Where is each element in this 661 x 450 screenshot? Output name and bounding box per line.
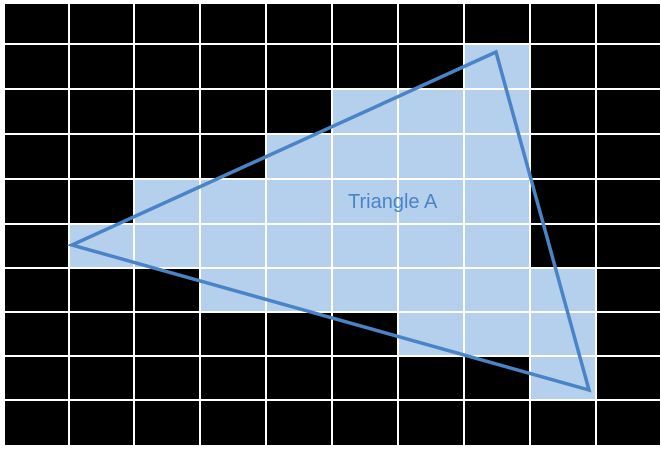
- empty-pixel-cell: [201, 4, 265, 43]
- empty-pixel-cell: [5, 135, 68, 178]
- empty-pixel-cell: [70, 45, 133, 88]
- empty-pixel-cell: [267, 90, 331, 133]
- empty-pixel-cell: [5, 357, 68, 399]
- empty-pixel-cell: [70, 135, 133, 178]
- empty-pixel-cell: [267, 313, 331, 355]
- empty-pixel-cell: [201, 401, 265, 445]
- pixel-cells: [5, 4, 660, 445]
- empty-pixel-cell: [135, 313, 199, 355]
- empty-pixel-cell: [5, 4, 68, 43]
- empty-pixel-cell: [5, 269, 68, 311]
- empty-pixel-cell: [70, 357, 133, 399]
- empty-pixel-cell: [267, 45, 331, 88]
- covered-pixel-cell: [465, 180, 529, 223]
- empty-pixel-cell: [201, 45, 265, 88]
- empty-pixel-cell: [5, 313, 68, 355]
- empty-pixel-cell: [597, 4, 660, 43]
- empty-pixel-cell: [597, 45, 660, 88]
- empty-pixel-cell: [597, 90, 660, 133]
- empty-pixel-cell: [267, 401, 331, 445]
- empty-pixel-cell: [333, 45, 397, 88]
- empty-pixel-cell: [201, 313, 265, 355]
- empty-pixel-cell: [531, 225, 595, 267]
- triangle-outline: [66, 49, 592, 393]
- empty-pixel-cell: [70, 269, 133, 311]
- empty-pixel-cell: [333, 4, 397, 43]
- empty-pixel-cell: [465, 401, 529, 445]
- empty-pixel-cell: [135, 401, 199, 445]
- covered-pixel-cell: [531, 313, 595, 355]
- empty-pixel-cell: [597, 135, 660, 178]
- empty-pixel-cell: [531, 135, 595, 178]
- covered-pixel-cell: [267, 180, 331, 223]
- covered-pixel-cell: [399, 269, 463, 311]
- empty-pixel-cell: [531, 4, 595, 43]
- empty-pixel-cell: [135, 90, 199, 133]
- covered-pixel-cell: [333, 135, 397, 178]
- empty-pixel-cell: [5, 45, 68, 88]
- covered-pixel-cell: [201, 180, 265, 223]
- covered-pixel-cell: [465, 135, 529, 178]
- empty-pixel-cell: [531, 401, 595, 445]
- empty-pixel-cell: [201, 90, 265, 133]
- covered-pixel-cell: [399, 180, 463, 223]
- empty-pixel-cell: [70, 313, 133, 355]
- covered-pixel-cell: [465, 90, 529, 133]
- empty-pixel-cell: [135, 45, 199, 88]
- empty-pixel-cell: [399, 4, 463, 43]
- empty-pixel-cell: [5, 225, 68, 267]
- empty-pixel-cell: [70, 4, 133, 43]
- empty-pixel-cell: [267, 357, 331, 399]
- empty-pixel-cell: [333, 357, 397, 399]
- covered-pixel-cell: [465, 269, 529, 311]
- covered-pixel-cell: [201, 225, 265, 267]
- covered-pixel-cell: [399, 313, 463, 355]
- empty-pixel-cell: [597, 180, 660, 223]
- empty-pixel-cell: [135, 135, 199, 178]
- empty-pixel-cell: [333, 401, 397, 445]
- empty-pixel-cell: [135, 357, 199, 399]
- covered-pixel-cell: [465, 225, 529, 267]
- empty-pixel-cell: [531, 90, 595, 133]
- empty-pixel-cell: [201, 357, 265, 399]
- empty-pixel-cell: [597, 313, 660, 355]
- empty-pixel-cell: [531, 45, 595, 88]
- empty-pixel-cell: [597, 269, 660, 311]
- empty-pixel-cell: [465, 4, 529, 43]
- empty-pixel-cell: [70, 180, 133, 223]
- empty-pixel-cell: [135, 269, 199, 311]
- empty-pixel-cell: [5, 180, 68, 223]
- covered-pixel-cell: [267, 225, 331, 267]
- covered-pixel-cell: [333, 180, 397, 223]
- empty-pixel-cell: [399, 401, 463, 445]
- empty-pixel-cell: [597, 401, 660, 445]
- covered-pixel-cell: [333, 225, 397, 267]
- triangle-label: Triangle A: [348, 191, 438, 213]
- covered-pixel-cell: [465, 313, 529, 355]
- empty-pixel-cell: [5, 90, 68, 133]
- covered-pixel-cell: [333, 269, 397, 311]
- empty-pixel-cell: [70, 90, 133, 133]
- empty-pixel-cell: [597, 357, 660, 399]
- empty-pixel-cell: [70, 401, 133, 445]
- empty-pixel-cell: [399, 357, 463, 399]
- covered-pixel-cell: [399, 135, 463, 178]
- empty-pixel-cell: [267, 4, 331, 43]
- covered-pixel-cell: [267, 269, 331, 311]
- covered-pixel-cell: [399, 90, 463, 133]
- empty-pixel-cell: [5, 401, 68, 445]
- empty-pixel-cell: [135, 4, 199, 43]
- empty-pixel-cell: [597, 225, 660, 267]
- covered-pixel-cell: [135, 225, 199, 267]
- covered-pixel-cell: [399, 225, 463, 267]
